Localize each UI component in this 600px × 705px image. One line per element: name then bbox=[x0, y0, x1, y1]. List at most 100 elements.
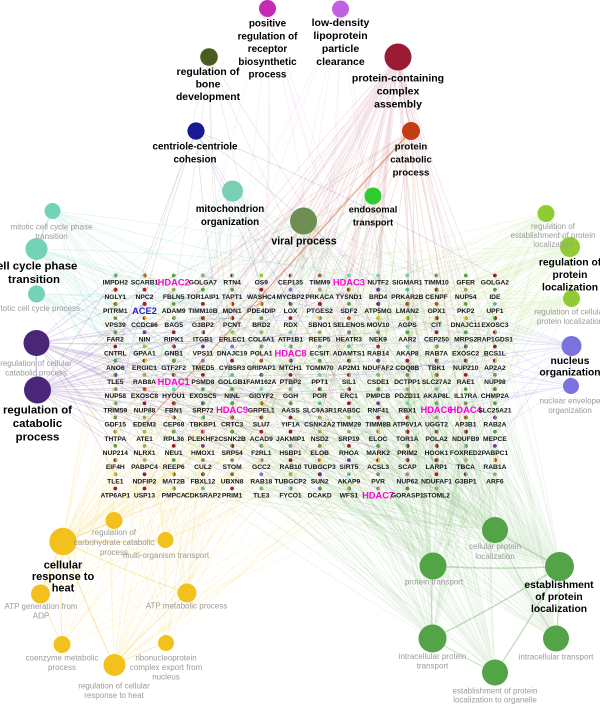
svg-text:TUBGCP2: TUBGCP2 bbox=[275, 478, 307, 485]
svg-text:PDZD11: PDZD11 bbox=[395, 393, 421, 400]
svg-text:OS9: OS9 bbox=[255, 280, 269, 287]
svg-text:GDF15: GDF15 bbox=[105, 422, 127, 429]
svg-text:SDF2: SDF2 bbox=[340, 308, 357, 315]
svg-text:FAR2: FAR2 bbox=[107, 336, 124, 343]
svg-text:AGPS: AGPS bbox=[398, 322, 417, 329]
svg-text:EXOSC8: EXOSC8 bbox=[131, 393, 158, 400]
svg-text:development: development bbox=[176, 92, 241, 103]
svg-text:PITRM1: PITRM1 bbox=[103, 308, 128, 315]
svg-text:of protein: of protein bbox=[535, 592, 582, 603]
svg-text:PTGES2: PTGES2 bbox=[307, 308, 334, 315]
svg-text:intracellular protein: intracellular protein bbox=[399, 652, 467, 661]
svg-text:PMPCB: PMPCB bbox=[366, 393, 390, 400]
svg-text:nucleus: nucleus bbox=[152, 672, 180, 681]
svg-text:BRD2: BRD2 bbox=[252, 322, 270, 329]
svg-text:MARK2: MARK2 bbox=[366, 450, 390, 457]
svg-text:catabolic: catabolic bbox=[390, 154, 432, 165]
svg-text:centriole-centriole: centriole-centriole bbox=[153, 141, 238, 152]
svg-text:PMPCA: PMPCA bbox=[162, 493, 186, 500]
svg-text:ATP generation from: ATP generation from bbox=[4, 602, 77, 611]
svg-text:localization to organelle: localization to organelle bbox=[453, 695, 537, 704]
svg-text:GOLGB1: GOLGB1 bbox=[218, 379, 247, 386]
svg-text:MAT2B: MAT2B bbox=[162, 478, 185, 485]
svg-text:NDFIP2: NDFIP2 bbox=[133, 478, 157, 485]
svg-text:HDAC3: HDAC3 bbox=[333, 277, 365, 287]
svg-text:SRP54: SRP54 bbox=[221, 450, 242, 457]
svg-text:GCC2: GCC2 bbox=[252, 464, 271, 471]
svg-text:GPAA1: GPAA1 bbox=[133, 351, 156, 358]
svg-text:TOR1A: TOR1A bbox=[396, 436, 419, 443]
svg-text:ARF6: ARF6 bbox=[486, 478, 504, 485]
svg-text:IDE: IDE bbox=[489, 294, 501, 301]
svg-text:regulation of: regulation of bbox=[531, 222, 576, 231]
svg-text:response to heat: response to heat bbox=[84, 691, 144, 700]
svg-text:ATP5MG: ATP5MG bbox=[364, 308, 391, 315]
svg-text:ATP metabolic process: ATP metabolic process bbox=[146, 601, 228, 610]
svg-text:PRKACA: PRKACA bbox=[305, 294, 334, 301]
svg-text:AKAP9: AKAP9 bbox=[338, 478, 361, 485]
svg-text:TOR1AIP1: TOR1AIP1 bbox=[187, 294, 220, 301]
svg-text:EXOSC2: EXOSC2 bbox=[452, 351, 479, 358]
svg-text:lipoprotein: lipoprotein bbox=[313, 30, 367, 42]
svg-text:LARP1: LARP1 bbox=[426, 464, 448, 471]
svg-text:NUP98: NUP98 bbox=[484, 379, 506, 386]
svg-text:TLE5: TLE5 bbox=[107, 379, 124, 386]
svg-text:WFS1: WFS1 bbox=[340, 493, 359, 500]
svg-text:establishment of protein: establishment of protein bbox=[511, 231, 596, 240]
svg-text:NDUFB9: NDUFB9 bbox=[452, 436, 479, 443]
svg-text:PABPC1: PABPC1 bbox=[482, 450, 509, 457]
svg-text:MDN1: MDN1 bbox=[223, 308, 242, 315]
svg-text:CRTC3: CRTC3 bbox=[221, 422, 244, 429]
svg-text:GNB1: GNB1 bbox=[164, 351, 183, 358]
svg-text:ATP6AP1: ATP6AP1 bbox=[100, 493, 130, 500]
svg-text:RPL36: RPL36 bbox=[163, 436, 184, 443]
svg-text:protein: protein bbox=[553, 270, 588, 281]
svg-text:MOV10: MOV10 bbox=[367, 322, 390, 329]
svg-text:SIRT5: SIRT5 bbox=[339, 464, 358, 471]
svg-text:AKAP8L: AKAP8L bbox=[423, 393, 450, 400]
svg-text:NDUFAF1: NDUFAF1 bbox=[421, 478, 452, 485]
svg-text:USP13: USP13 bbox=[134, 493, 155, 500]
svg-text:TAPT1: TAPT1 bbox=[222, 294, 243, 301]
svg-text:ELOB: ELOB bbox=[310, 450, 329, 457]
svg-text:NUP58: NUP58 bbox=[105, 393, 127, 400]
svg-text:FAM162A: FAM162A bbox=[246, 379, 276, 386]
svg-text:biosynthetic: biosynthetic bbox=[238, 57, 297, 68]
svg-text:GGH: GGH bbox=[283, 393, 298, 400]
svg-text:FYCO1: FYCO1 bbox=[279, 493, 302, 500]
svg-text:ACAD9: ACAD9 bbox=[250, 436, 273, 443]
svg-text:regulation of: regulation of bbox=[177, 67, 240, 78]
svg-text:ANO6: ANO6 bbox=[106, 365, 125, 372]
svg-text:MRPS2: MRPS2 bbox=[454, 336, 477, 343]
svg-text:regulation of: regulation of bbox=[92, 528, 137, 537]
svg-text:protein-containing: protein-containing bbox=[352, 73, 444, 85]
svg-text:PLEKHF2: PLEKHF2 bbox=[188, 436, 219, 443]
svg-text:endosomal: endosomal bbox=[349, 205, 398, 215]
svg-text:HYOU1: HYOU1 bbox=[162, 393, 185, 400]
svg-text:SRP72: SRP72 bbox=[192, 407, 213, 414]
svg-text:cell cycle phase: cell cycle phase bbox=[0, 261, 77, 273]
svg-text:viral process: viral process bbox=[271, 236, 336, 248]
svg-text:GOLGA7: GOLGA7 bbox=[189, 280, 218, 287]
svg-text:HDAC7: HDAC7 bbox=[362, 490, 394, 500]
svg-text:RAB5C: RAB5C bbox=[337, 407, 360, 414]
svg-text:protein localization: protein localization bbox=[537, 317, 600, 326]
svg-text:YIF1A: YIF1A bbox=[281, 422, 300, 429]
svg-text:localization: localization bbox=[475, 552, 515, 561]
svg-text:ADP: ADP bbox=[33, 611, 49, 620]
svg-text:PCNT: PCNT bbox=[223, 322, 242, 329]
svg-text:carbohydrate catabolic: carbohydrate catabolic bbox=[74, 538, 155, 547]
svg-text:HDAC2: HDAC2 bbox=[158, 277, 190, 287]
svg-text:CNTRL: CNTRL bbox=[104, 351, 127, 358]
svg-text:NUTF2: NUTF2 bbox=[367, 280, 389, 287]
svg-text:HDAC4: HDAC4 bbox=[450, 405, 483, 415]
svg-text:IMPDH2: IMPDH2 bbox=[103, 280, 129, 287]
svg-text:TMED5: TMED5 bbox=[192, 365, 215, 372]
svg-text:RAB14: RAB14 bbox=[367, 351, 389, 358]
svg-text:intracellular transport: intracellular transport bbox=[519, 652, 594, 661]
svg-text:ribonucleoprotein: ribonucleoprotein bbox=[135, 653, 196, 662]
svg-text:organization: organization bbox=[548, 406, 592, 415]
svg-text:IL17RA: IL17RA bbox=[454, 393, 477, 400]
svg-text:SELENOS: SELENOS bbox=[333, 322, 365, 329]
svg-text:PKP2: PKP2 bbox=[457, 308, 475, 315]
